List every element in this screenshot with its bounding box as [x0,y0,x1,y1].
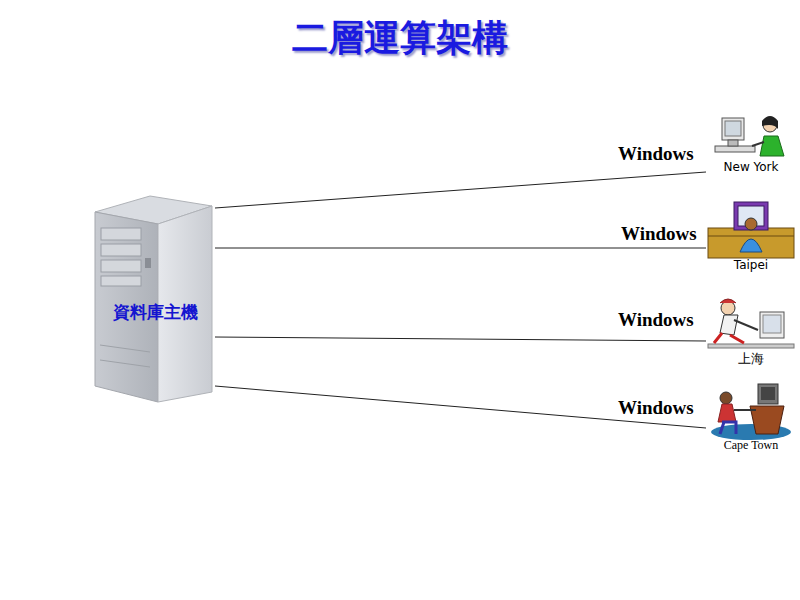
client-station: New York [706,110,796,174]
city-label: 上海 [706,350,796,368]
client-cape-town-icon [711,384,791,440]
diagram-title: 二層運算架構 [0,14,800,63]
network-link [215,386,706,428]
client-station: 上海 [706,300,796,368]
network-link [215,172,706,208]
server-label: 資料庫主機 [95,301,215,324]
city-label: Cape Town [706,438,796,453]
os-label: Windows [618,397,694,419]
os-label: Windows [621,223,697,245]
database-server: 資料庫主機 [95,195,215,410]
network-link [215,248,706,249]
city-label: Taipei [706,258,796,272]
os-label: Windows [618,309,694,331]
client-taipei-icon [708,202,794,258]
client-station: Cape Town [706,388,796,453]
client-shanghai-icon [708,299,794,348]
client-new-york-icon [715,116,784,156]
server-tower [95,196,212,402]
os-label: Windows [618,143,694,165]
city-label: New York [706,160,796,174]
network-link [215,337,706,341]
client-station: Taipei [706,200,796,272]
